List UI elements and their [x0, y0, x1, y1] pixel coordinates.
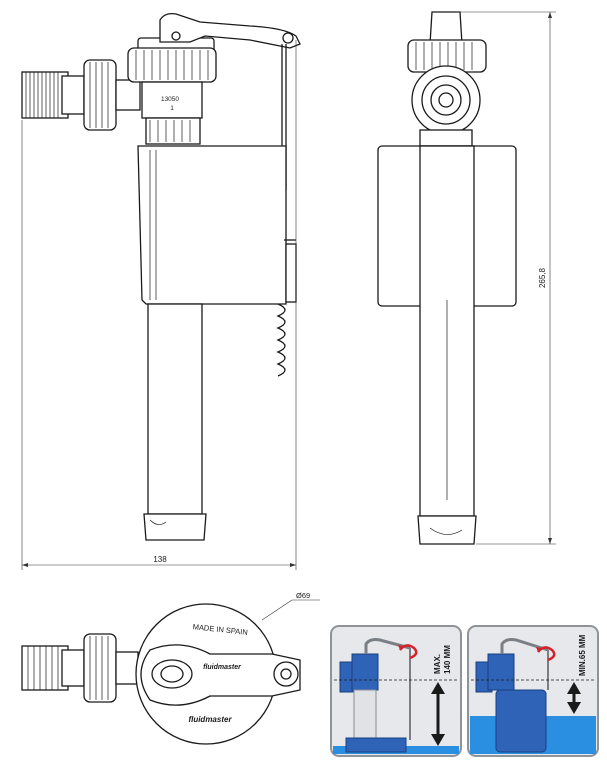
height-dimension: 265,8 — [456, 11, 556, 545]
min-label: MIN.65 MM — [578, 634, 587, 676]
valve-code-text: 13050 — [161, 96, 179, 103]
diameter-label: Ø69 — [296, 591, 310, 600]
valve-cap: 13050 1 — [127, 12, 301, 145]
float-cup — [137, 145, 297, 305]
width-dimension: 138 — [21, 40, 297, 570]
front-view: 265,8 — [377, 11, 556, 545]
diameter-dimension: Ø69 — [261, 591, 320, 621]
width-dimension-label: 138 — [153, 555, 167, 564]
top-view: MADE IN SPAIN fluidmaster fluidmaster Ø6… — [21, 591, 320, 745]
threaded-inlet — [21, 59, 141, 131]
brand-script-label: fluidmaster — [188, 715, 232, 724]
side-view: 13050 1 13 — [21, 12, 301, 570]
inlet-nut-front — [411, 65, 481, 135]
valve-shaft — [143, 303, 207, 541]
max-label-line2: 140 MM — [443, 645, 452, 674]
valve-subcode-text: 1 — [170, 105, 174, 112]
max-label-line1: MAX. — [433, 654, 442, 674]
panel-max: MAX. 140 MM — [330, 625, 462, 757]
panel-min: MIN.65 MM — [467, 625, 599, 757]
adjustment-spring — [276, 303, 286, 377]
brand-label: fluidmaster — [203, 664, 242, 671]
height-dimension-label: 265,8 — [538, 267, 547, 288]
